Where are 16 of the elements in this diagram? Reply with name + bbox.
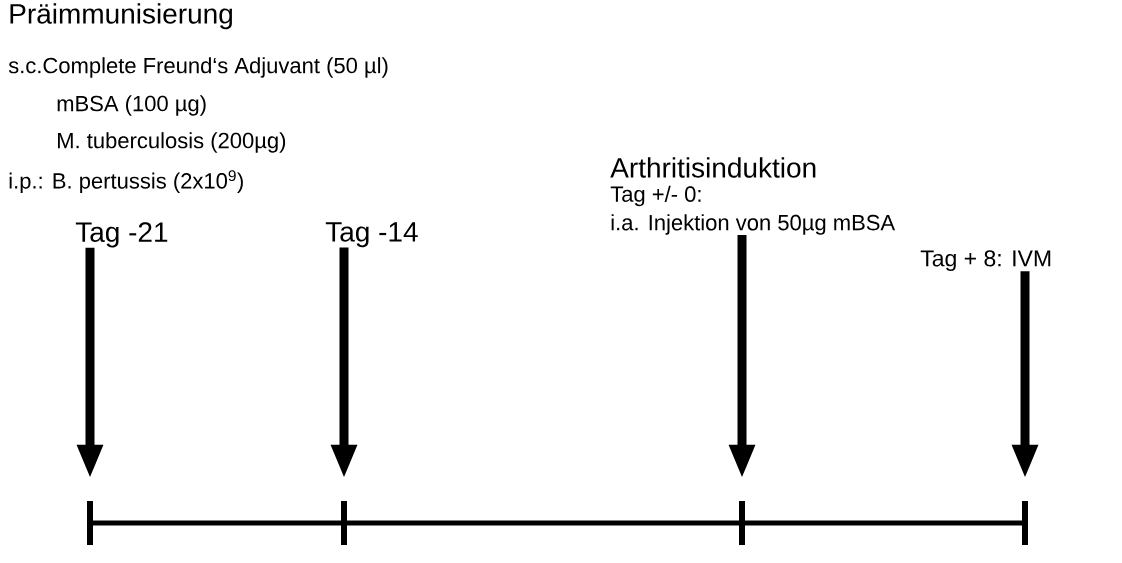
timeline-label: Arthritisinduktion Tag +/- 0: i.a. Injektion von 50µg mBSA xyxy=(610,157,896,235)
protocol-text: Präimmunisierung xyxy=(10,3,232,30)
timeline-label: Tag + 8: IVM xyxy=(920,250,1051,271)
timeline-label: Tag -21 xyxy=(75,222,168,248)
timeline xyxy=(90,520,344,526)
timeline-label: Tag -14 xyxy=(325,222,418,248)
tick-mark xyxy=(87,501,93,545)
protocol-text: s.c.Complete Freund‘s Adjuvant (50 µl) xyxy=(8,57,388,78)
protocol-text: i.p.: B. pertussis (2x10$^{9}$) xyxy=(9,170,243,194)
protocol-text: M. tuberculosis (200µg) xyxy=(58,132,286,153)
timeline xyxy=(742,520,1025,526)
timeline xyxy=(344,520,742,526)
protocol-text: mBSA (100 µg) xyxy=(57,95,206,116)
tick-mark xyxy=(341,501,347,545)
tick-mark xyxy=(739,501,745,545)
tick-mark xyxy=(1022,501,1028,545)
